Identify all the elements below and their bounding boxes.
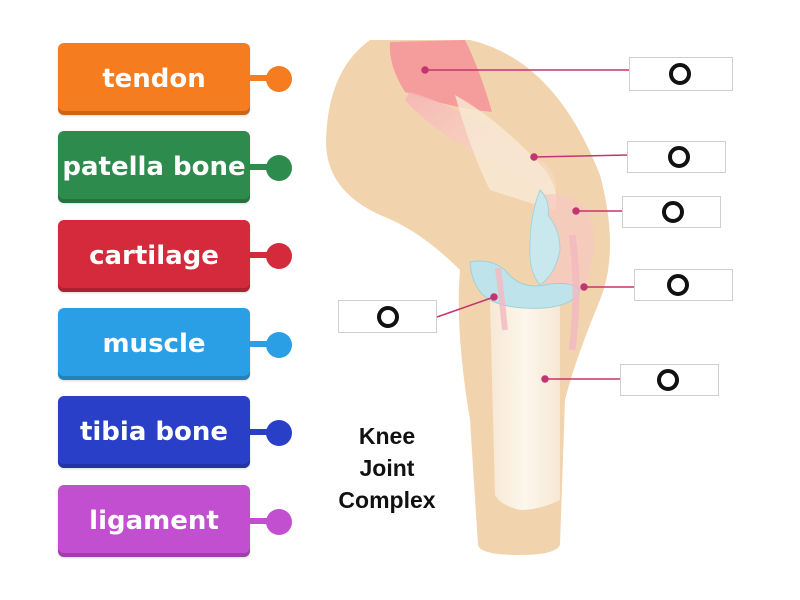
drop-target-6[interactable] [338, 300, 437, 333]
knob-muscle[interactable] [266, 332, 292, 358]
knob-cartilage[interactable] [266, 243, 292, 269]
knob-ligament[interactable] [266, 509, 292, 535]
label-ligament[interactable]: ligament [58, 485, 250, 557]
diagram-caption: Knee Joint Complex [322, 420, 452, 516]
label-cartilage[interactable]: cartilage [58, 220, 250, 292]
caption-line-3: Complex [338, 487, 436, 513]
ring-icon [667, 274, 689, 296]
drop-target-5[interactable] [620, 364, 719, 396]
ring-icon [377, 305, 399, 328]
connector-ligament [250, 518, 272, 524]
knob-patella-bone[interactable] [266, 155, 292, 181]
label-tendon[interactable]: tendon [58, 43, 250, 115]
connector-tendon [250, 75, 272, 81]
drop-target-1[interactable] [629, 57, 733, 91]
label-patella-bone[interactable]: patella bone [58, 131, 250, 203]
knob-tibia-bone[interactable] [266, 420, 292, 446]
tibia-shape [490, 288, 560, 510]
ligament-right [568, 234, 580, 351]
connector-tibia-bone [250, 429, 272, 435]
caption-line-2: Joint [359, 455, 415, 481]
knob-tendon[interactable] [266, 66, 292, 92]
label-muscle[interactable]: muscle [58, 308, 250, 380]
connector-muscle [250, 341, 272, 347]
ring-icon [668, 146, 690, 168]
ring-icon [662, 201, 684, 223]
ring-icon [669, 63, 691, 85]
cartilage-upper [529, 189, 561, 286]
drop-target-3[interactable] [622, 196, 721, 228]
drop-target-4[interactable] [634, 269, 733, 301]
ligament-left [495, 267, 508, 331]
drop-target-2[interactable] [627, 141, 726, 173]
femur-bone [455, 95, 557, 210]
connector-patella-bone [250, 164, 272, 170]
caption-line-1: Knee [358, 423, 416, 449]
ring-icon [657, 369, 679, 391]
connector-cartilage [250, 252, 272, 258]
label-tibia-bone[interactable]: tibia bone [58, 396, 250, 468]
